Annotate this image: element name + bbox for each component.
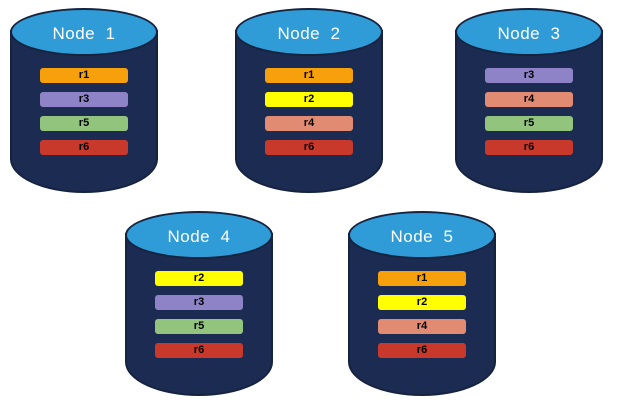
node-label: Node 5 bbox=[390, 227, 454, 246]
node-4[interactable]: Node 4 r2 r3 r5 r6 bbox=[125, 211, 273, 396]
cylinder-body bbox=[125, 233, 273, 396]
replica-bar-r2[interactable]: r2 bbox=[378, 295, 466, 310]
node-5[interactable]: Node 5 r1 r2 r4 r6 bbox=[348, 211, 496, 396]
replica-bar-r5[interactable]: r5 bbox=[155, 319, 243, 334]
replica-list: r2 r3 r5 r6 bbox=[155, 271, 243, 358]
replica-bar-r2[interactable]: r2 bbox=[265, 92, 353, 107]
replica-bar-r6[interactable]: r6 bbox=[485, 140, 573, 155]
replica-bar-r4[interactable]: r4 bbox=[265, 116, 353, 131]
node-3[interactable]: Node 3 r3 r4 r5 r6 bbox=[455, 8, 603, 193]
node-label: Node 4 bbox=[167, 227, 231, 246]
replica-list: r3 r4 r5 r6 bbox=[485, 68, 573, 155]
replica-bar-r1[interactable]: r1 bbox=[40, 68, 128, 83]
replica-list: r1 r2 r4 r6 bbox=[378, 271, 466, 358]
replica-bar-r3[interactable]: r3 bbox=[155, 295, 243, 310]
node-label: Node 1 bbox=[52, 24, 116, 43]
cylinder-top-ellipse bbox=[455, 8, 603, 56]
node-1[interactable]: Node 1 r1 r3 r5 r6 bbox=[10, 8, 158, 193]
replica-bar-r6[interactable]: r6 bbox=[265, 140, 353, 155]
cylinder-top-ellipse bbox=[125, 211, 273, 259]
cylinder-body bbox=[455, 30, 603, 193]
replica-bar-r3[interactable]: r3 bbox=[485, 68, 573, 83]
replica-bar-r1[interactable]: r1 bbox=[265, 68, 353, 83]
cylinder-body bbox=[235, 30, 383, 193]
node-label: Node 3 bbox=[497, 24, 561, 43]
node-label: Node 2 bbox=[277, 24, 341, 43]
replica-bar-r4[interactable]: r4 bbox=[485, 92, 573, 107]
replica-bar-r4[interactable]: r4 bbox=[378, 319, 466, 334]
replica-bar-r6[interactable]: r6 bbox=[378, 343, 466, 358]
replica-bar-r6[interactable]: r6 bbox=[40, 140, 128, 155]
replica-bar-r1[interactable]: r1 bbox=[378, 271, 466, 286]
replica-bar-r5[interactable]: r5 bbox=[40, 116, 128, 131]
replica-bar-r2[interactable]: r2 bbox=[155, 271, 243, 286]
replica-bar-r3[interactable]: r3 bbox=[40, 92, 128, 107]
cylinder-top-ellipse bbox=[235, 8, 383, 56]
cylinder-top-ellipse bbox=[10, 8, 158, 56]
replica-bar-r6[interactable]: r6 bbox=[155, 343, 243, 358]
replica-list: r1 r2 r4 r6 bbox=[265, 68, 353, 155]
cylinder-top-ellipse bbox=[348, 211, 496, 259]
replica-bar-r5[interactable]: r5 bbox=[485, 116, 573, 131]
node-2[interactable]: Node 2 r1 r2 r4 r6 bbox=[235, 8, 383, 193]
replica-list: r1 r3 r5 r6 bbox=[40, 68, 128, 155]
